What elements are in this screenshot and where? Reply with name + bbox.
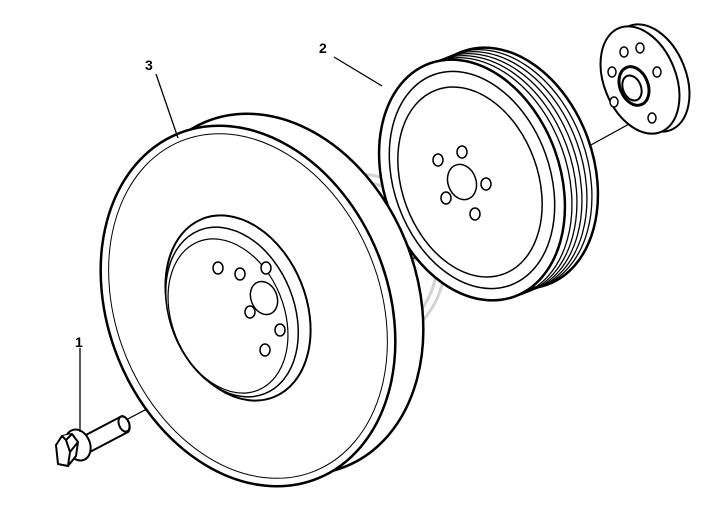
- hex-bolt: [54, 414, 131, 468]
- callout-pulley: 2: [319, 40, 327, 56]
- callout-damper: 3: [145, 57, 153, 73]
- pulley-bolt-holes: [432, 145, 492, 221]
- leader-lines: [79, 56, 383, 432]
- damper-bolt-holes: [212, 261, 286, 357]
- callout-bolt: 1: [75, 334, 83, 350]
- ribbed-pulley: [377, 46, 600, 302]
- vibration-damper: [99, 112, 425, 488]
- hub-spacer: [599, 23, 691, 135]
